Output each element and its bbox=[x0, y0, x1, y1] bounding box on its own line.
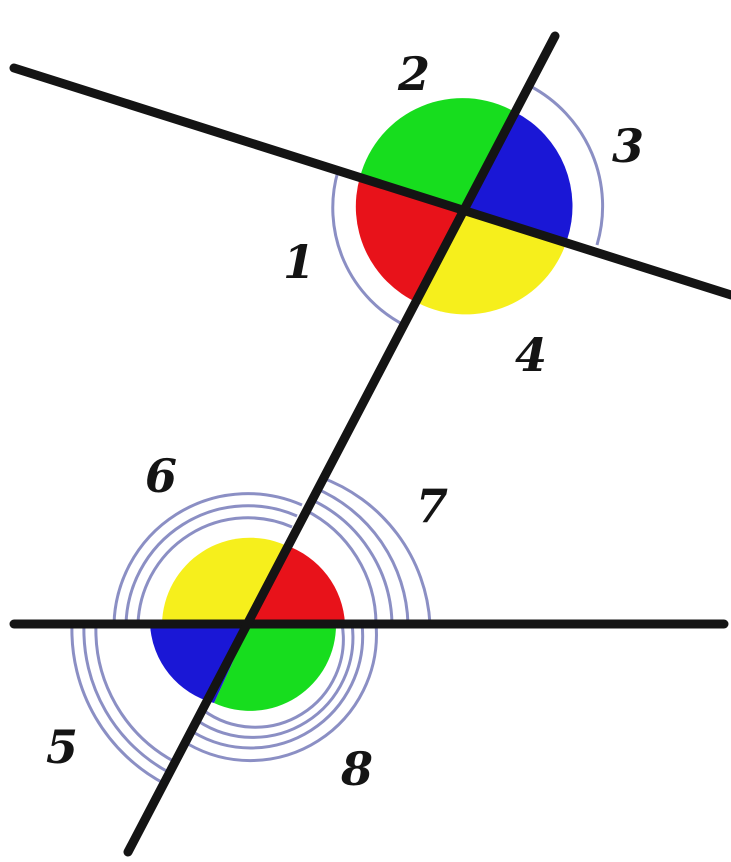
angle-7-arc-4 bbox=[319, 475, 432, 625]
angle-label-4: 4 bbox=[515, 328, 547, 382]
angle-label-1: 1 bbox=[283, 235, 315, 289]
angle-5-arc-1 bbox=[94, 623, 176, 764]
angle-7-arc-1 bbox=[304, 508, 378, 625]
upper-line bbox=[9, 63, 731, 300]
lower-intersection-sectors bbox=[150, 537, 345, 711]
angle-1-sector bbox=[355, 177, 465, 303]
angle-8-arc-1 bbox=[202, 623, 345, 729]
angle-label-3: 3 bbox=[612, 119, 644, 173]
angle-label-2: 2 bbox=[397, 47, 430, 101]
transversal-line bbox=[123, 31, 560, 857]
lines bbox=[9, 31, 731, 857]
angle-3-sector bbox=[465, 112, 573, 240]
angle-7-sector bbox=[250, 545, 345, 624]
angle-8-arc-2 bbox=[197, 623, 355, 739]
angle-label-8: 8 bbox=[340, 742, 373, 796]
angle-7-arc-2 bbox=[309, 497, 394, 625]
upper-intersection-arcs bbox=[331, 84, 605, 328]
upper-intersection-sectors bbox=[355, 98, 573, 315]
angle-8-arc-4 bbox=[187, 623, 378, 763]
angle-label-6: 6 bbox=[145, 449, 177, 503]
angle-5-arc-2 bbox=[82, 623, 171, 775]
angle-6-arc-3 bbox=[112, 492, 303, 625]
angle-6-arc-1 bbox=[136, 516, 293, 625]
angle-8-arc-3 bbox=[192, 623, 365, 750]
angle-5-sector bbox=[150, 624, 250, 703]
lower-intersection-arcs bbox=[70, 475, 432, 786]
angle-7-arc-3 bbox=[314, 486, 410, 625]
angle-label-5: 5 bbox=[46, 720, 78, 774]
angle-8-sector bbox=[214, 624, 337, 711]
angle-label-7: 7 bbox=[416, 479, 448, 533]
angle-6-arc-2 bbox=[124, 504, 298, 625]
angle-labels: 1 2 3 4 5 6 7 8 bbox=[46, 47, 644, 796]
angle-3-arc bbox=[529, 84, 605, 246]
angle-5-arc-3 bbox=[70, 623, 166, 786]
angle-1-arc bbox=[331, 170, 407, 328]
